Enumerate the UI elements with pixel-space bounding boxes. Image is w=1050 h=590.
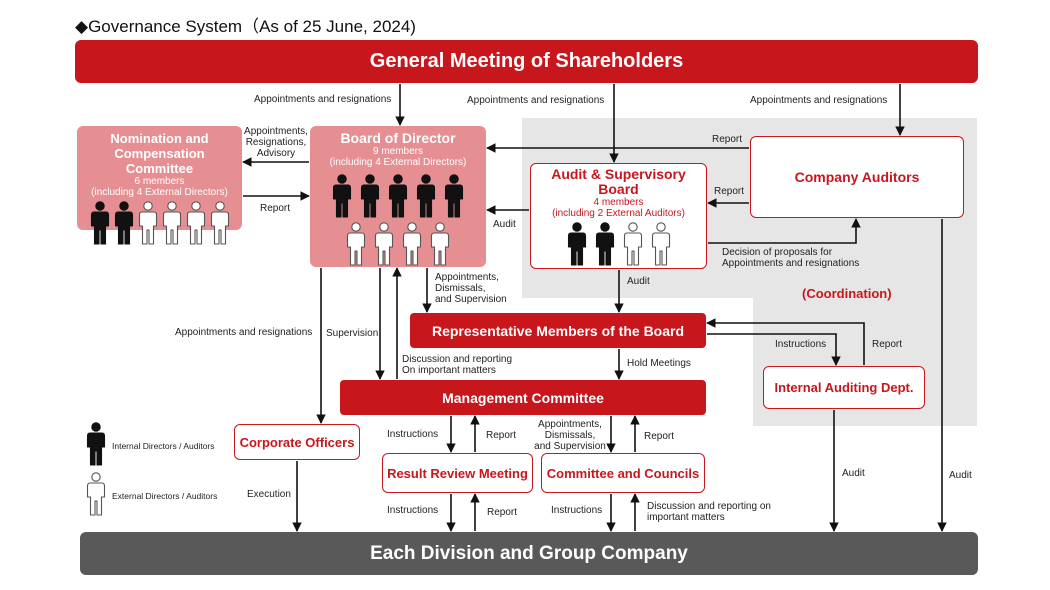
nomination-external: (including 4 External Directors) [91,187,228,198]
board-external: (including 4 External Directors) [329,157,467,168]
rep-members-box[interactable]: Representative Members of the Board [410,313,706,348]
board-internal-people [310,174,486,218]
management-committee-box[interactable]: Management Committee [340,380,706,415]
label-report-nom: Report [260,203,291,214]
internal-person-icon [388,174,408,218]
label-appt-dismiss-sup-cc: Appointments, Dismissals, and Supervisio… [534,419,606,452]
label-report-rr: Report [486,430,517,441]
external-person-icon [210,201,229,245]
board-title: Board of Director [340,130,456,146]
audit-board-external: (including 2 External Auditors) [552,208,685,219]
external-person-icon [138,201,157,245]
internal-person-icon [114,201,133,245]
result-review-label: Result Review Meeting [387,465,528,481]
external-person-icon [374,222,394,266]
label-report-cc: Report [644,431,675,442]
each-division-box[interactable]: Each Division and Group Company [80,532,978,575]
external-person-icon [402,222,422,266]
audit-board-people [531,222,706,266]
internal-person-icon [90,201,109,245]
nomination-members: 6 members [134,176,185,187]
audit-board-members: 4 members [593,197,644,208]
committee-councils-label: Committee and Councils [546,465,700,481]
label-appt-resign-1: Appointments and resignations [254,94,392,105]
internal-auditing-box[interactable]: Internal Auditing Dept. [763,366,925,409]
internal-person-icon [444,174,464,218]
label-supervision: Supervision [326,328,379,339]
legend-external-icon [86,472,106,521]
legend-internal-label: Internal Directors / Auditors [112,441,215,451]
label-appt-resign-advisory: Appointments, Resignations, Advisory [244,126,308,159]
nomination-title: Nomination and Compensation Committee [110,131,209,176]
label-appt-resign-4: Appointments and resignations [175,327,313,338]
internal-person-icon [567,222,586,266]
label-report-ca-board: Report [712,134,743,145]
label-instructions-rr: Instructions [387,429,439,440]
arrow-asb-ca [708,218,861,244]
label-appt-dismiss-sup: Appointments, Dismissals, and Supervisio… [435,272,507,305]
external-person-icon [430,222,450,266]
label-audit-asb-rep: Audit [627,276,650,287]
internal-person-icon [332,174,352,218]
label-instructions-cc2: Instructions [551,505,603,516]
nomination-people [77,201,242,245]
corporate-officers-label: Corporate Officers [239,434,355,450]
board-of-director-box[interactable]: Board of Director 9 members (including 4… [310,126,486,267]
internal-person-icon [416,174,436,218]
shareholders-label: General Meeting of Shareholders [369,50,684,72]
label-report-ca-asb: Report [714,186,745,197]
board-members: 9 members [372,146,423,157]
company-auditors-box[interactable]: Company Auditors [750,136,964,218]
label-discussion-cc: Discussion and reporting on important ma… [647,501,771,523]
audit-board-box[interactable]: Audit & Supervisory Board 4 members (inc… [530,163,707,269]
page-title: ◆Governance System（As of 25 June, 2024) [75,17,416,36]
external-person-icon [162,201,181,245]
label-discussion-mc: Discussion and reporting On important ma… [402,354,513,376]
label-audit-ca: Audit [949,470,972,481]
label-audit-asb-board: Audit [493,219,516,230]
label-report-ia: Report [872,339,903,350]
label-decision: Decision of proposals for Appointments a… [722,247,860,269]
external-person-icon [651,222,670,266]
label-instructions-rr2: Instructions [387,505,439,516]
internal-person-icon [86,422,106,466]
label-appt-resign-2: Appointments and resignations [467,95,605,106]
corporate-officers-box[interactable]: Corporate Officers [234,424,360,460]
label-report-rr2: Report [487,507,518,518]
committee-councils-box[interactable]: Committee and Councils [541,453,705,493]
rep-members-label: Representative Members of the Board [431,322,685,339]
shareholders-box[interactable]: General Meeting of Shareholders [75,40,978,83]
coordination-label: (Coordination) [802,286,892,301]
board-external-people [310,222,486,266]
label-audit-ia: Audit [842,468,865,479]
audit-board-title: Audit & Supervisory Board [551,166,686,197]
label-appt-resign-3: Appointments and resignations [750,95,888,106]
internal-person-icon [360,174,380,218]
internal-person-icon [595,222,614,266]
label-instructions-ia: Instructions [775,339,827,350]
external-person-icon [346,222,366,266]
legend-external-label: External Directors / Auditors [112,491,218,501]
arrow-rep-ia [707,333,841,366]
label-hold-meetings: Hold Meetings [627,358,691,369]
management-committee-label: Management Committee [442,389,604,406]
result-review-box[interactable]: Result Review Meeting [382,453,533,493]
legend-internal-icon [86,422,106,471]
each-division-label: Each Division and Group Company [370,542,688,564]
arrow-ia-rep [706,318,865,365]
external-person-icon [86,472,106,516]
nomination-committee-box[interactable]: Nomination and Compensation Committee 6 … [77,126,242,245]
internal-auditing-label: Internal Auditing Dept. [774,380,914,395]
external-person-icon [623,222,642,266]
label-execution: Execution [247,489,291,500]
external-person-icon [186,201,205,245]
company-auditors-label: Company Auditors [794,169,920,185]
